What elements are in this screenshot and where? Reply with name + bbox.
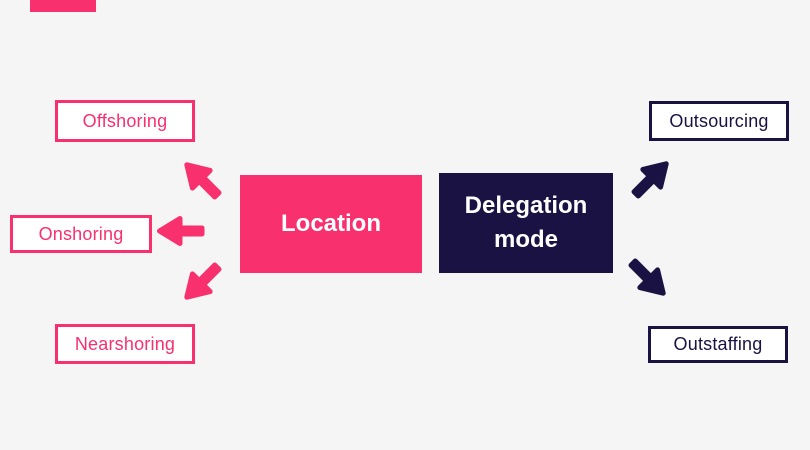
arrow-up-right-icon [622, 150, 680, 208]
delegation-hub-box: Delegation mode [439, 173, 613, 273]
arrow-up-left-icon [173, 151, 231, 209]
node-nearshoring-label: Nearshoring [74, 333, 176, 354]
node-offshoring: Offshoring [55, 100, 195, 142]
node-onshoring-label: Onshoring [38, 223, 124, 244]
node-onshoring: Onshoring [10, 215, 152, 253]
location-hub-label: Location [281, 210, 381, 238]
node-outsourcing-label: Outsourcing [669, 110, 769, 131]
node-outstaffing-label: Outstaffing [673, 334, 763, 354]
arrow-down-left-icon [173, 253, 231, 311]
node-outstaffing: Outstaffing [648, 326, 788, 363]
node-outsourcing: Outsourcing [649, 101, 789, 141]
location-hub-box: Location [240, 175, 422, 273]
node-nearshoring: Nearshoring [55, 324, 195, 364]
arrow-left-icon [157, 214, 205, 248]
delegation-hub-label: Delegation mode [464, 192, 588, 253]
top-left-accent-bar [30, 0, 96, 12]
node-offshoring-label: Offshoring [82, 110, 168, 131]
arrow-down-right-icon [619, 249, 677, 307]
